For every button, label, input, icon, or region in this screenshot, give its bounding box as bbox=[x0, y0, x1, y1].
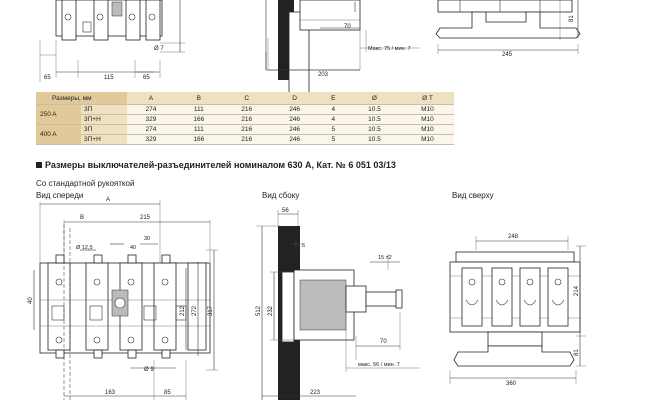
table-cell: 216 bbox=[222, 114, 271, 125]
table-cell: 10.5 bbox=[347, 124, 401, 135]
table-cell: 246 bbox=[270, 124, 319, 135]
table-row: 3П+Н 329 166 216 246 4 10.5 M10 bbox=[36, 114, 454, 125]
dim-front-phi9: Ø 9 bbox=[144, 367, 154, 373]
col-header: Ø bbox=[347, 92, 401, 105]
col-header: B bbox=[174, 92, 223, 105]
table-cell: M10 bbox=[400, 114, 454, 125]
dim-side-6: 6 bbox=[302, 243, 305, 249]
table-cell: 166 bbox=[174, 134, 223, 145]
table-cell: M10 bbox=[400, 104, 454, 115]
table-cell: 329 bbox=[127, 114, 175, 125]
front-view-label: Вид спереди bbox=[36, 191, 84, 200]
side-view-drawing bbox=[256, 210, 420, 400]
section-title: Размеры выключателей-разъединителей номи… bbox=[36, 160, 396, 170]
dim-front-phi12: Ø 12,5 bbox=[76, 245, 93, 251]
table-cell: 274 bbox=[127, 124, 175, 135]
table-cell: 246 bbox=[270, 114, 319, 125]
table-cell: 5 bbox=[318, 124, 348, 135]
table-cell: M10 bbox=[400, 124, 454, 135]
dim-side-232: 232 bbox=[268, 305, 274, 316]
table-cell: 4 bbox=[318, 114, 348, 125]
dim-front-212: 212 bbox=[180, 305, 186, 316]
dim-side-handle-note: макс. 56 / мин. 7 bbox=[358, 362, 400, 368]
dim-top-360: 360 bbox=[506, 381, 517, 387]
variant-label: 3П bbox=[81, 104, 127, 115]
dim-side-223: 223 bbox=[310, 390, 321, 396]
table-cell: 274 bbox=[127, 104, 175, 115]
dim-front-30: 30 bbox=[144, 236, 150, 242]
side-view-label: Вид сбоку bbox=[262, 191, 300, 200]
col-header: C bbox=[222, 92, 271, 105]
table-row: 250 A 3П 274 111 216 246 4 10.5 M10 bbox=[36, 104, 454, 125]
dim-65b: 65 bbox=[143, 75, 150, 81]
table-cell: 111 bbox=[174, 104, 223, 115]
col-header: D bbox=[270, 92, 319, 105]
dim-245: 245 bbox=[502, 52, 513, 58]
dim-front-40v: 40 bbox=[28, 297, 34, 304]
section-title-text: Размеры выключателей-разъединителей номи… bbox=[45, 160, 396, 170]
dim-top-214: 214 bbox=[574, 285, 580, 296]
top-view-drawing bbox=[449, 236, 586, 384]
table-header-row: Размеры, мм A B C D E Ø Ø T bbox=[36, 92, 454, 105]
table-cell: 329 bbox=[127, 134, 175, 145]
table-cell: 10.5 bbox=[347, 104, 401, 115]
dim-front-163: 163 bbox=[105, 390, 116, 396]
table-cell: 216 bbox=[222, 124, 271, 135]
dim-front-317: 317 bbox=[208, 305, 214, 316]
col-header: E bbox=[318, 92, 348, 105]
dim-front-85: 85 bbox=[164, 390, 171, 396]
table-cell: M10 bbox=[400, 134, 454, 145]
dim-65a: 65 bbox=[44, 75, 51, 81]
table-cell: 4 bbox=[318, 104, 348, 115]
dim-front-215: 215 bbox=[140, 215, 151, 221]
table-row: 3П+Н 329 166 216 246 5 10.5 M10 bbox=[36, 134, 454, 145]
front-view-drawing bbox=[33, 200, 218, 400]
dim-front-40: 40 bbox=[130, 245, 136, 251]
dim-115: 115 bbox=[104, 75, 114, 81]
table-cell: 246 bbox=[270, 104, 319, 115]
dim-side-70: 70 bbox=[344, 24, 351, 30]
dim-side-15: 15 ±2 bbox=[378, 255, 392, 261]
table-cell: 10.5 bbox=[347, 114, 401, 125]
group-label: 250 A bbox=[36, 104, 81, 125]
dim-81-top: 81 bbox=[569, 15, 575, 22]
table-header-label: Размеры, мм bbox=[36, 92, 127, 105]
col-header: A bbox=[127, 92, 175, 105]
dim-203: 203 bbox=[318, 72, 329, 78]
dim-top-81: 81 bbox=[574, 349, 580, 356]
variant-label: 3П+Н bbox=[81, 134, 127, 145]
top-view-label: Вид сверху bbox=[452, 191, 494, 200]
dim-front-A: A bbox=[106, 197, 110, 203]
top-front-view bbox=[39, 0, 185, 82]
variant-label: 3П bbox=[81, 124, 127, 135]
dim-phi7: Ø 7 bbox=[154, 46, 164, 52]
variant-label: 3П+Н bbox=[81, 114, 127, 125]
dim-top-248: 248 bbox=[508, 234, 519, 240]
table-cell: 216 bbox=[222, 134, 271, 145]
col-header: Ø T bbox=[400, 92, 454, 105]
dim-front-272: 272 bbox=[192, 305, 198, 316]
table-cell: 111 bbox=[174, 124, 223, 135]
dim-front-B: B bbox=[80, 215, 84, 221]
section-subtitle: Со стандартной рукояткой bbox=[36, 179, 135, 188]
dim-handle-note: Макс. 75 / мин. 7 bbox=[368, 46, 411, 52]
bullet-square-icon bbox=[36, 162, 42, 168]
table-cell: 246 bbox=[270, 134, 319, 145]
dim-side-70: 70 bbox=[380, 339, 387, 345]
dim-side-512: 512 bbox=[256, 305, 262, 316]
table-cell: 5 bbox=[318, 134, 348, 145]
top-top-view bbox=[435, 0, 581, 54]
dimensions-table: Размеры, мм A B C D E Ø Ø T 250 A 3П 274… bbox=[36, 92, 454, 145]
group-label: 400 A bbox=[36, 124, 81, 145]
table-cell: 10.5 bbox=[347, 134, 401, 145]
table-cell: 166 bbox=[174, 114, 223, 125]
table-row: 400 A 3П 274 111 216 246 5 10.5 M10 bbox=[36, 124, 454, 145]
table-cell: 216 bbox=[222, 104, 271, 115]
dim-side-56: 56 bbox=[282, 208, 289, 214]
